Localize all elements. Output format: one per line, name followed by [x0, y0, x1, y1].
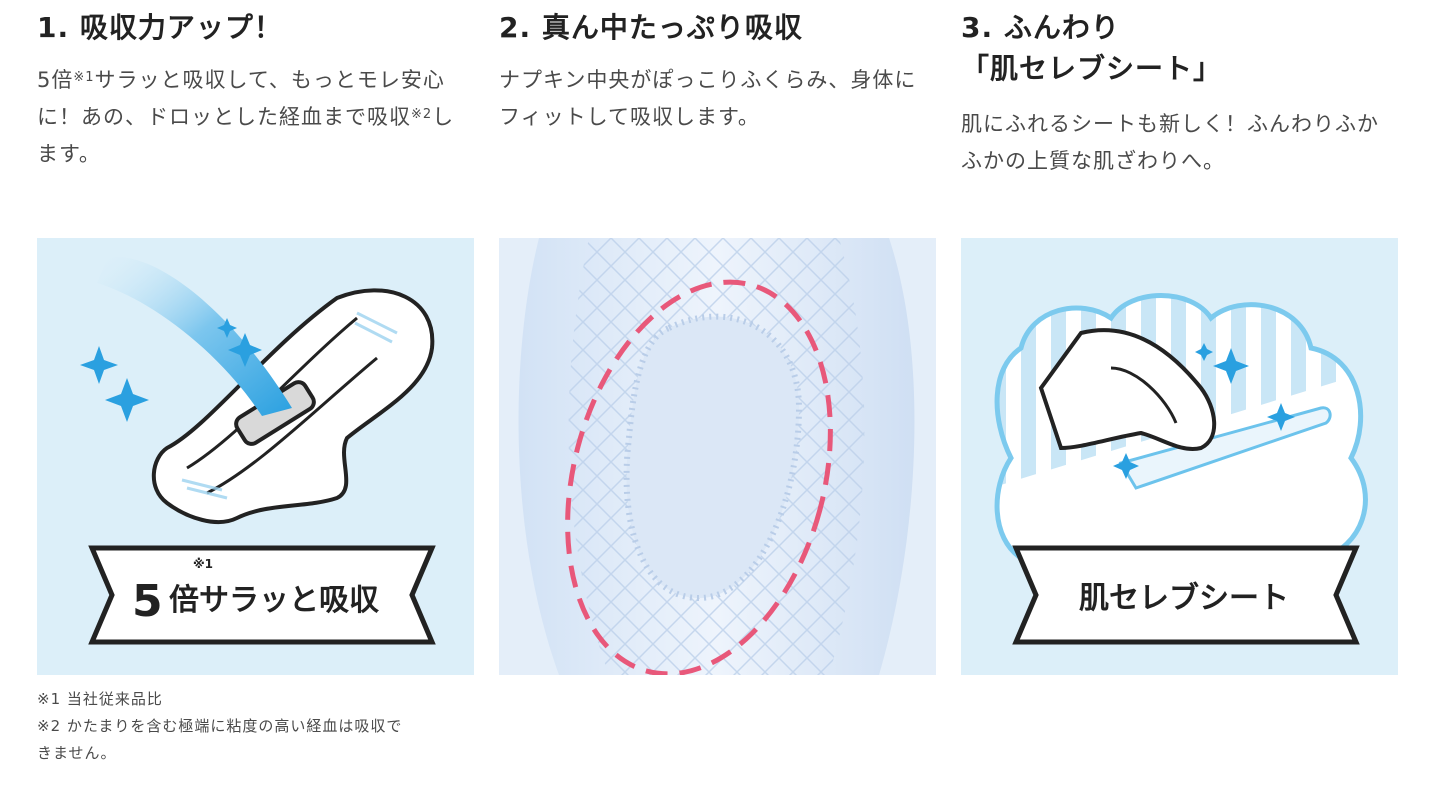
footnote-2: ※2 かたまりを含む極端に粘度の高い経血は吸収で — [37, 717, 403, 735]
banner-shape — [1012, 545, 1360, 645]
footnotes: ※1 当社従来品比 ※2 かたまりを含む極端に粘度の高い経血は吸収で きません。 — [37, 686, 477, 767]
feature-description: 肌にふれるシートも新しく！ふんわりふかふかの上質な肌ざわりへ。 — [961, 112, 1379, 173]
feature-sheet: 3. ふんわり 「肌セレブシート」 肌にふれるシートも新しく！ふんわりふかふかの… — [961, 0, 1398, 180]
absorb-flow-arrow — [97, 257, 292, 416]
highlight-dashed-ellipse — [565, 279, 833, 675]
pad-center-closeup-photo — [499, 238, 936, 675]
svg-text:※1: ※1 — [193, 557, 213, 571]
svg-text:5: 5 — [132, 576, 163, 627]
feature-title-line2: 「肌セレブシート」 — [961, 52, 1223, 85]
svg-text:肌セレブシート: 肌セレブシート — [1079, 581, 1289, 616]
sparkle-icon — [1113, 343, 1295, 479]
cloud-frame-shape — [994, 293, 1368, 561]
pad-absorb-illustration: 5 ※1 倍サラッと吸収 — [37, 238, 474, 675]
feature-center: 2. 真ん中たっぷり吸収 ナプキン中央がぽっこりふくらみ、身体にフィットして吸収… — [499, 0, 936, 136]
feature-absorb: 1. 吸収力アップ！ 5倍※1サラッと吸収して、もっとモレ安心に！あの、ドロッと… — [37, 0, 474, 173]
footnote-1: ※1 当社従来品比 — [37, 690, 163, 708]
feature-description: ナプキン中央がぽっこりふくらみ、身体にフィットして吸収します。 — [499, 68, 917, 129]
feature-title: 2. 真ん中たっぷり吸収 — [499, 11, 803, 44]
feature-title: 3. ふんわり — [961, 11, 1120, 44]
banner-shape — [88, 545, 436, 645]
feature-title: 1. 吸収力アップ！ — [37, 11, 283, 44]
finger-touch-sheet-illustration: 肌セレブシート — [961, 238, 1398, 675]
feature-description: 5倍※1サラッと吸収して、もっとモレ安心に！あの、ドロッとした経血まで吸収※2し… — [37, 68, 455, 166]
hand-shape — [1038, 328, 1217, 451]
svg-text:倍サラッと吸収: 倍サラッと吸収 — [169, 583, 380, 618]
sparkle-icon — [80, 318, 262, 422]
footnote-2-cont: きません。 — [37, 744, 117, 762]
